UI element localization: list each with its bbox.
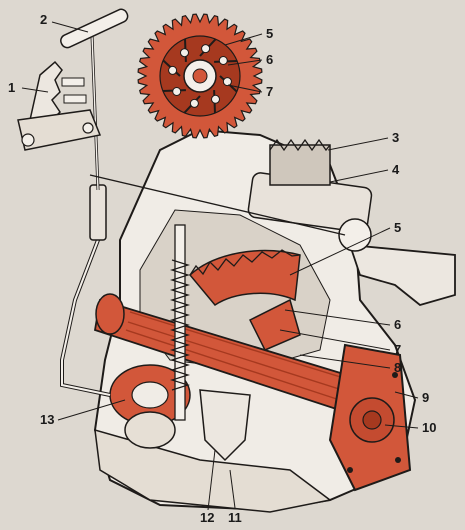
shaft-left-end [95,293,125,335]
callout-leaders [21,21,419,511]
callout-9: 9 [422,390,429,405]
callout-3: 3 [392,130,399,145]
ring-gear [188,249,301,306]
sprocket-pin [222,77,232,87]
sprocket-pin [180,48,189,58]
front-bearing [124,411,176,449]
callout-13: 13 [40,412,54,427]
callout-6-sprocket: 6 [266,52,273,67]
sprocket-pin [201,44,211,54]
callout-10: 10 [422,420,436,435]
callout-12: 12 [200,510,214,525]
sprocket-pin [189,98,199,108]
callout-8: 8 [394,360,401,375]
callout-2: 2 [40,12,47,27]
bevel-pinion [248,298,301,351]
callout-5-sprocket: 5 [266,26,273,41]
sprocket-pin [218,56,228,65]
upper-right-gear [269,138,331,186]
output-flange [328,343,412,492]
callout-5-housing: 5 [394,220,401,235]
sprocket-pin [172,87,182,96]
rod-sleeve [89,184,107,241]
callout-6-housing: 6 [394,317,401,332]
sprocket-bore [192,68,208,84]
sprocket-pin [168,65,178,75]
shaft-splines [125,311,361,406]
callout-7-housing: 7 [394,342,401,357]
link-wire [89,174,346,236]
return-spring [169,259,191,391]
callout-11: 11 [228,510,242,525]
shaft-end-cap [338,218,372,252]
callout-7-sprocket: 7 [266,84,273,99]
callout-1: 1 [8,80,15,95]
sprocket-detail [137,13,263,139]
callout-4: 4 [392,162,400,177]
shift-fork [199,389,251,462]
mounting-bracket [17,60,102,151]
selector-bracket [348,243,456,306]
sprocket-pin [211,94,220,104]
t-handle [60,8,129,49]
